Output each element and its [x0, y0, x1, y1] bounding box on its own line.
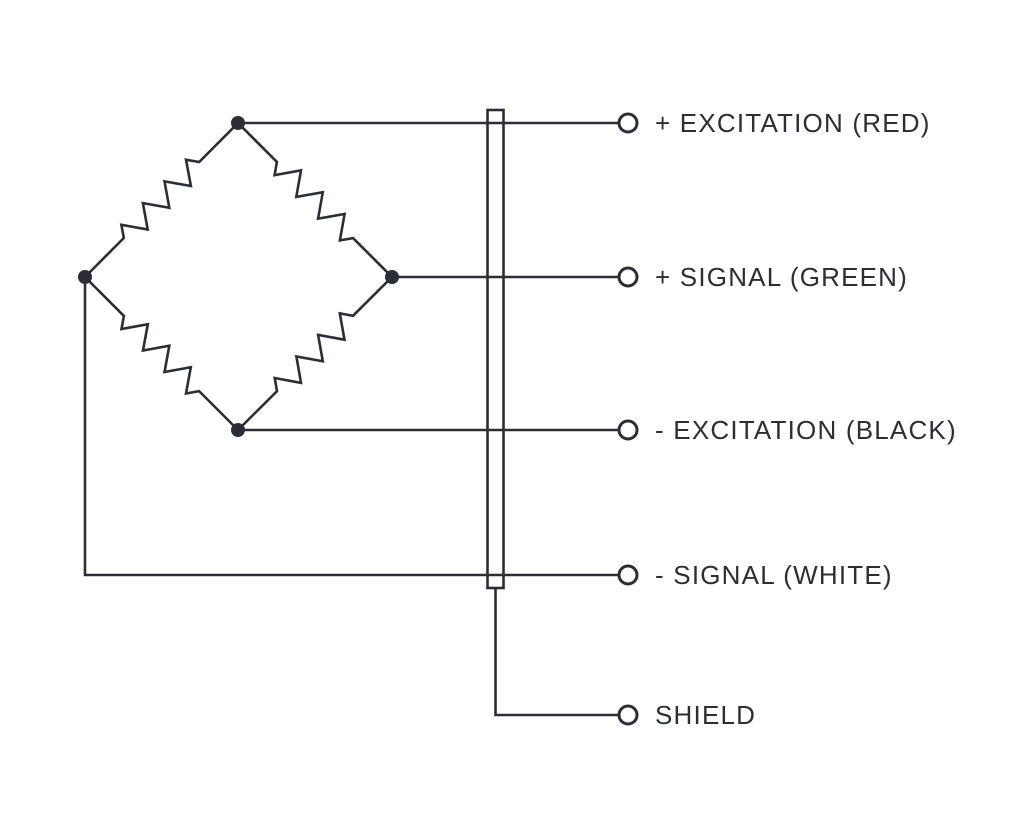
resistor-arm-top-left [84, 122, 239, 278]
wheatstone-bridge [84, 122, 393, 431]
bridge-node-right [385, 270, 399, 284]
terminal-label: - EXCITATION (BLACK) [655, 415, 957, 445]
wire-shield [494, 588, 619, 717]
terminal-label: + SIGNAL (GREEN) [655, 262, 908, 292]
bridge-node-bottom [231, 423, 245, 437]
resistor-arm-top-right [237, 122, 393, 278]
cable-connector-bar [486, 108, 505, 590]
bridge-nodes [78, 116, 399, 437]
interconnect-wires [83, 121, 619, 717]
resistor-arm-bottom-right [237, 276, 393, 431]
terminal-positive-signal: + SIGNAL (GREEN) [617, 262, 908, 292]
terminal-circle-icon [617, 419, 639, 441]
terminal-circle-icon [617, 564, 639, 586]
terminal-label: + EXCITATION (RED) [655, 108, 931, 138]
bridge-node-left [78, 270, 92, 284]
terminals: + EXCITATION (RED) + SIGNAL (GREEN) - EX… [617, 108, 957, 730]
terminal-circle-icon [617, 704, 639, 726]
resistor-arm-bottom-left [84, 276, 239, 431]
terminal-shield: SHIELD [617, 700, 756, 730]
wire-negative-signal [83, 277, 619, 577]
terminal-label: - SIGNAL (WHITE) [655, 560, 893, 590]
terminal-negative-excitation: - EXCITATION (BLACK) [617, 415, 957, 445]
terminal-label: SHIELD [655, 700, 756, 730]
terminal-negative-signal: - SIGNAL (WHITE) [617, 560, 893, 590]
terminal-circle-icon [617, 266, 639, 288]
terminal-circle-icon [617, 112, 639, 134]
bridge-node-top [231, 116, 245, 130]
terminal-positive-excitation: + EXCITATION (RED) [617, 108, 931, 138]
